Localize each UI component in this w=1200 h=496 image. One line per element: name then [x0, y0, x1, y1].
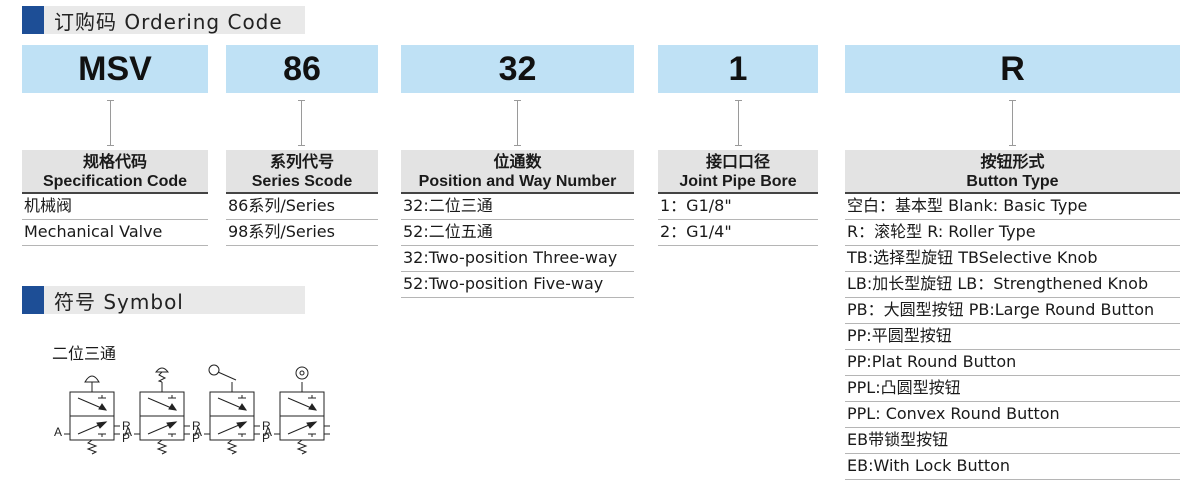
section-marker — [22, 6, 44, 34]
header-en: Specification Code — [42, 173, 188, 190]
connector-line — [735, 100, 742, 146]
port-label-r: R — [122, 419, 131, 433]
port-label-a: A — [124, 425, 132, 439]
column-header-specification: 规格代码 Specification Code — [22, 150, 208, 194]
push-button-actuator-icon: A R P — [54, 375, 131, 455]
header-zh: 系列代号 — [269, 152, 334, 171]
column-header-series: 系列代号 Series Scode — [226, 150, 378, 194]
port-label-a: A — [264, 425, 272, 439]
connector-line — [514, 100, 521, 146]
header-en: Joint Pipe Bore — [679, 173, 797, 190]
list-item: TB:选择型旋钮 TBSelective Knob — [845, 246, 1180, 272]
port-label-p: P — [192, 431, 200, 445]
series-list: 86系列/Series 98系列/Series — [226, 194, 378, 246]
header-zh: 位通数 — [493, 152, 542, 171]
list-item: 32:Two-position Three-way — [401, 246, 634, 272]
column-header-position-way: 位通数 Position and Way Number — [401, 150, 634, 194]
list-item: EB:With Lock Button — [845, 454, 1180, 480]
port-label-a: A — [194, 425, 202, 439]
connector-line — [298, 100, 305, 146]
header-zh: 规格代码 — [82, 152, 147, 171]
list-item: PPL: Convex Round Button — [845, 402, 1180, 428]
list-item: 98系列/Series — [226, 220, 378, 246]
code-box-series: 86 — [226, 45, 378, 93]
header-en: Position and Way Number — [418, 173, 617, 190]
list-item: 机械阀 — [22, 194, 208, 220]
port-label-r: R — [262, 419, 271, 433]
position-way-list: 32:二位三通 52:二位五通 32:Two-position Three-wa… — [401, 194, 634, 298]
connector-line — [1009, 100, 1016, 146]
list-item: Mechanical Valve — [22, 220, 208, 246]
list-item: PP:平圆型按钮 — [845, 324, 1180, 350]
spring-button-actuator-icon: A R P — [124, 367, 201, 455]
ordering-code-header: 订购码 Ordering Code — [22, 6, 305, 34]
header-zh: 接口口径 — [705, 152, 770, 171]
list-item: 52:Two-position Five-way — [401, 272, 634, 298]
list-item: 52:二位五通 — [401, 220, 634, 246]
joint-bore-list: 1：G1/8" 2：G1/4" — [658, 194, 818, 246]
list-item: PB：大圆型按钮 PB:Large Round Button — [845, 298, 1180, 324]
column-header-joint-bore: 接口口径 Joint Pipe Bore — [658, 150, 818, 194]
valve-symbols: A R P A R P A R P A R P — [54, 364, 330, 455]
ordering-code-title: 订购码 Ordering Code — [54, 9, 283, 34]
connector-line — [107, 100, 114, 146]
code-box-button-type: R — [845, 45, 1180, 93]
list-item: R：滚轮型 R: Roller Type — [845, 220, 1180, 246]
list-item: 1：G1/8" — [658, 194, 818, 220]
port-label-r: R — [192, 419, 201, 433]
list-item: 86系列/Series — [226, 194, 378, 220]
roller-actuator-icon: A R P — [264, 366, 330, 455]
button-type-list: 空白：基本型 Blank: Basic Type R：滚轮型 R: Roller… — [845, 194, 1180, 480]
code-box-specification: MSV — [22, 45, 208, 93]
list-item: PPL:凸圆型按钮 — [845, 376, 1180, 402]
list-item: PP:Plat Round Button — [845, 350, 1180, 376]
symbol-title: 符号 Symbol — [54, 289, 184, 314]
column-header-button-type: 按钮形式 Button Type — [845, 150, 1180, 194]
port-label-a: A — [54, 425, 62, 439]
roller-lever-actuator-icon: A R P — [194, 364, 271, 455]
section-marker — [22, 286, 44, 314]
list-item: 2：G1/4" — [658, 220, 818, 246]
code-box-joint-bore: 1 — [658, 45, 818, 93]
specification-list: 机械阀 Mechanical Valve — [22, 194, 208, 246]
port-label-p: P — [262, 431, 270, 445]
port-label-p: P — [122, 431, 130, 445]
code-box-position-way: 32 — [401, 45, 634, 93]
list-item: 空白：基本型 Blank: Basic Type — [845, 194, 1180, 220]
header-en: Button Type — [966, 173, 1059, 190]
list-item: LB:加长型旋钮 LB：Strengthened Knob — [845, 272, 1180, 298]
list-item: EB带锁型按钮 — [845, 428, 1180, 454]
symbol-header: 符号 Symbol — [22, 286, 305, 314]
symbol-caption: 二位三通 — [52, 344, 117, 363]
list-item: 32:二位三通 — [401, 194, 634, 220]
header-zh: 按钮形式 — [980, 152, 1045, 171]
header-en: Series Scode — [251, 173, 353, 190]
